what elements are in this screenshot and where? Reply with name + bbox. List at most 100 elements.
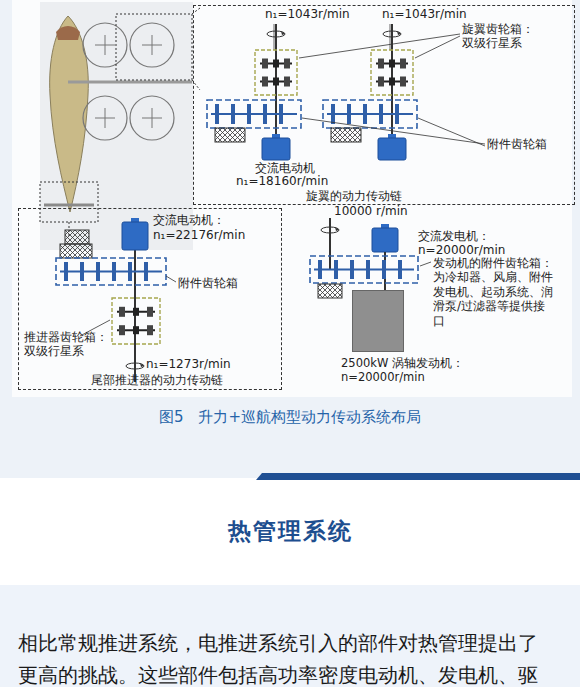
planet-gear bbox=[378, 77, 384, 87]
part-label: n₁=18160r/min bbox=[236, 174, 328, 188]
gearbox-shaft bbox=[211, 113, 297, 115]
rotor-hub bbox=[95, 35, 162, 128]
gear bbox=[318, 260, 322, 279]
leader-line bbox=[302, 118, 485, 144]
gear bbox=[347, 104, 351, 124]
leader-line bbox=[299, 34, 460, 58]
leader-line bbox=[420, 262, 431, 266]
aircraft-ground bbox=[40, 2, 193, 250]
part-label: 附件齿轮箱 bbox=[178, 276, 238, 290]
planet-gear bbox=[378, 59, 384, 69]
figure-caption: 图5 升力+巡航构型动力传动系统布局 bbox=[0, 408, 580, 426]
text-panel: 相比常规推进系统，电推进系统引入的部件对热管理提出了更高的挑战。这些部件包括高功… bbox=[0, 585, 580, 687]
rotation-mark bbox=[383, 31, 401, 37]
gear bbox=[279, 104, 283, 124]
sun-gear bbox=[273, 78, 279, 86]
rotation-arrow bbox=[335, 227, 339, 231]
accessory-gearbox bbox=[323, 100, 417, 128]
node-text: 相比常规推进系统，电推进系统引入的部件对热管理提出了更高的挑战。这些部件包括高功… bbox=[18, 627, 553, 687]
node-text: 2500kW 涡轴发动机： n=20000r/min bbox=[341, 357, 481, 385]
node-text: 旋翼的动力传动链 bbox=[306, 189, 402, 203]
part-label: 交流电动机 bbox=[255, 161, 315, 175]
gear bbox=[128, 262, 132, 281]
gear bbox=[331, 104, 335, 124]
tail-plane bbox=[44, 204, 94, 207]
gear bbox=[64, 262, 68, 281]
part-label: n₁=1043r/min bbox=[265, 7, 350, 21]
planet-gear bbox=[262, 77, 268, 87]
gear bbox=[215, 104, 219, 124]
panel-ground bbox=[0, 0, 580, 478]
wing bbox=[68, 81, 192, 84]
hatched-block bbox=[65, 230, 89, 244]
planet-gear bbox=[262, 59, 268, 69]
section-heading: 热管理系统 bbox=[0, 518, 580, 546]
cockpit bbox=[56, 26, 80, 40]
rotation-arrow bbox=[140, 363, 144, 367]
accent-band bbox=[256, 473, 580, 480]
gear bbox=[350, 260, 354, 279]
gear bbox=[395, 104, 399, 124]
part-label: 推进器齿轮箱： 双级行星系 bbox=[24, 330, 114, 359]
gear bbox=[231, 104, 235, 124]
shaft bbox=[329, 218, 331, 270]
part-label: 旋翼齿轮箱： 双级行星系 bbox=[462, 22, 540, 51]
sun-gear bbox=[389, 60, 395, 68]
gear bbox=[334, 260, 338, 279]
planet-gear bbox=[119, 307, 125, 317]
gear bbox=[96, 262, 100, 281]
part-label: 10000 r/min bbox=[334, 204, 408, 218]
part-label: 附件齿轮箱 bbox=[487, 137, 547, 151]
planet-gear bbox=[284, 77, 290, 87]
detail-box bbox=[116, 14, 192, 80]
gear bbox=[144, 262, 148, 281]
gear bbox=[112, 262, 116, 281]
accessory-gearbox bbox=[310, 256, 418, 283]
planet-gear bbox=[119, 325, 125, 335]
part-label: n₁=22176r/min bbox=[153, 228, 245, 242]
detail-box bbox=[40, 182, 98, 222]
part-label: 发动机的附件齿轮箱： 为冷却器、风扇、附件发电机、起动系统、润滑泵/过滤器等提供… bbox=[433, 256, 557, 328]
gear bbox=[382, 260, 386, 279]
planetary-gearbox bbox=[255, 50, 297, 95]
gear bbox=[398, 260, 402, 279]
leader-line bbox=[166, 276, 176, 282]
hatched-block bbox=[331, 128, 361, 142]
gear bbox=[366, 260, 370, 279]
sun-gear bbox=[273, 60, 279, 68]
part-label: 交流电动机： bbox=[153, 213, 225, 227]
motor-body bbox=[378, 138, 406, 160]
planet-gear bbox=[147, 325, 153, 335]
sun-gear bbox=[389, 78, 395, 86]
planet-gear bbox=[400, 77, 406, 87]
planet-gear bbox=[400, 59, 406, 69]
gear bbox=[263, 104, 267, 124]
hatched-block bbox=[60, 244, 92, 258]
rotation-mark bbox=[321, 227, 339, 233]
motor-body bbox=[262, 138, 290, 160]
leader-line bbox=[418, 118, 485, 146]
part-label: n₁=1043r/min bbox=[382, 7, 467, 21]
motor-body bbox=[372, 228, 398, 252]
rotation-arrow bbox=[397, 31, 401, 35]
gear bbox=[247, 104, 251, 124]
node-text: 尾部推进器的动力传动链 bbox=[91, 373, 223, 387]
sun-gear bbox=[133, 326, 139, 334]
gear bbox=[379, 104, 383, 124]
hatched-block bbox=[215, 128, 245, 142]
planetary-gearbox bbox=[112, 298, 160, 344]
accessory-gearbox bbox=[207, 100, 301, 128]
accessory-gearbox bbox=[56, 258, 166, 285]
planet-gear bbox=[284, 59, 290, 69]
planetary-gearbox bbox=[371, 50, 413, 95]
gear bbox=[363, 104, 367, 124]
planet-gear bbox=[147, 307, 153, 317]
engine-block: 2500kW 涡轴发动机： n=20000r/min bbox=[352, 290, 404, 352]
rotation-mark bbox=[267, 31, 285, 37]
part-label: 交流发电机： n=20000r/min bbox=[418, 229, 513, 258]
hatched-block bbox=[318, 284, 342, 298]
gear bbox=[80, 262, 84, 281]
part-label: n₁=1273r/min bbox=[146, 357, 231, 371]
gearbox-shaft bbox=[327, 113, 413, 115]
